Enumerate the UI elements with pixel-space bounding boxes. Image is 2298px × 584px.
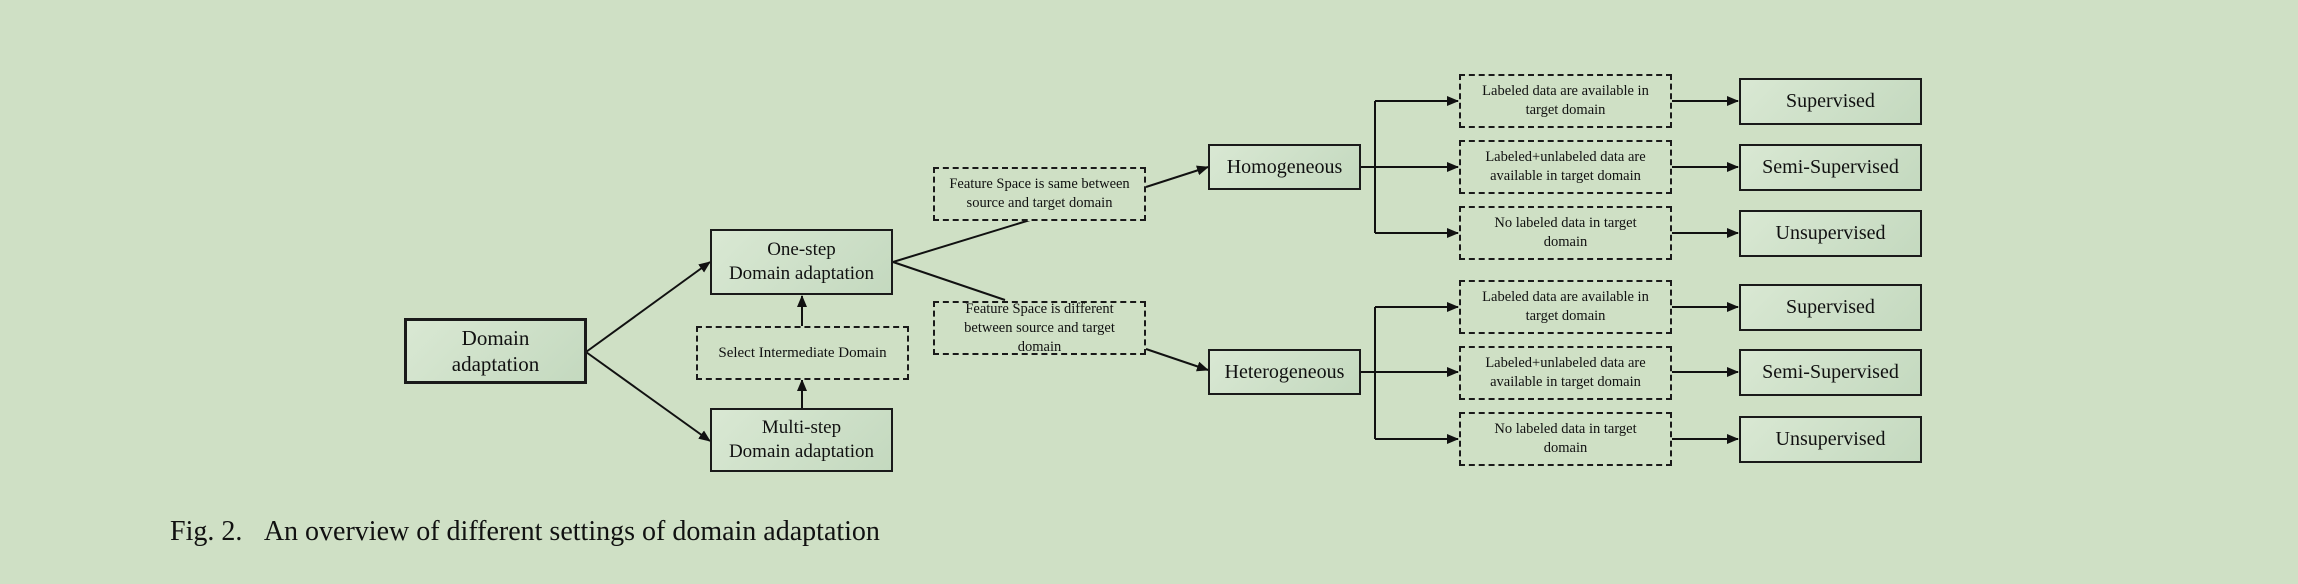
select-intermediate-domain-node: Select Intermediate Domain — [696, 326, 909, 380]
homo-unsupervised-node: Unsupervised — [1739, 210, 1922, 257]
hetero-unsupervised-node: Unsupervised — [1739, 416, 1922, 463]
line-one-step-to-same — [892, 219, 1031, 263]
hetero-semi-condition: Labeled+unlabeled data are available in … — [1459, 346, 1672, 400]
figure-number: Fig. 2. — [170, 516, 243, 547]
domain-adaptation-node: Domain adaptation — [404, 318, 587, 384]
figure-caption: Fig. 2. An overview of different setting… — [170, 516, 880, 548]
line-one-step-to-different — [892, 261, 1006, 301]
hetero-labeled-condition: Labeled data are available in target dom… — [1459, 280, 1672, 334]
hetero-semi-supervised-node: Semi-Supervised — [1739, 349, 1922, 396]
heterogeneous-node: Heterogeneous — [1208, 349, 1361, 395]
multi-step-node: Multi-step Domain adaptation — [710, 408, 893, 472]
arrow-to-one-step — [585, 261, 711, 353]
figure-caption-text: An overview of different settings of dom… — [263, 516, 880, 547]
hetero-supervised-node: Supervised — [1739, 284, 1922, 331]
one-step-node: One-step Domain adaptation — [710, 229, 893, 295]
homo-semi-supervised-node: Semi-Supervised — [1739, 144, 1922, 191]
hetero-unlabeled-condition: No labeled data in target domain — [1459, 412, 1672, 466]
homo-unlabeled-condition: No labeled data in target domain — [1459, 206, 1672, 260]
feature-space-same-node: Feature Space is same between source and… — [933, 167, 1146, 221]
homo-labeled-condition: Labeled data are available in target dom… — [1459, 74, 1672, 128]
homogeneous-node: Homogeneous — [1208, 144, 1361, 190]
homo-semi-condition: Labeled+unlabeled data are available in … — [1459, 140, 1672, 194]
arrow-to-heterogeneous — [1145, 348, 1209, 372]
homo-supervised-node: Supervised — [1739, 78, 1922, 125]
arrow-to-multi-step — [585, 351, 711, 442]
arrow-to-homogeneous — [1145, 165, 1209, 188]
feature-space-different-node: Feature Space is different between sourc… — [933, 301, 1146, 355]
